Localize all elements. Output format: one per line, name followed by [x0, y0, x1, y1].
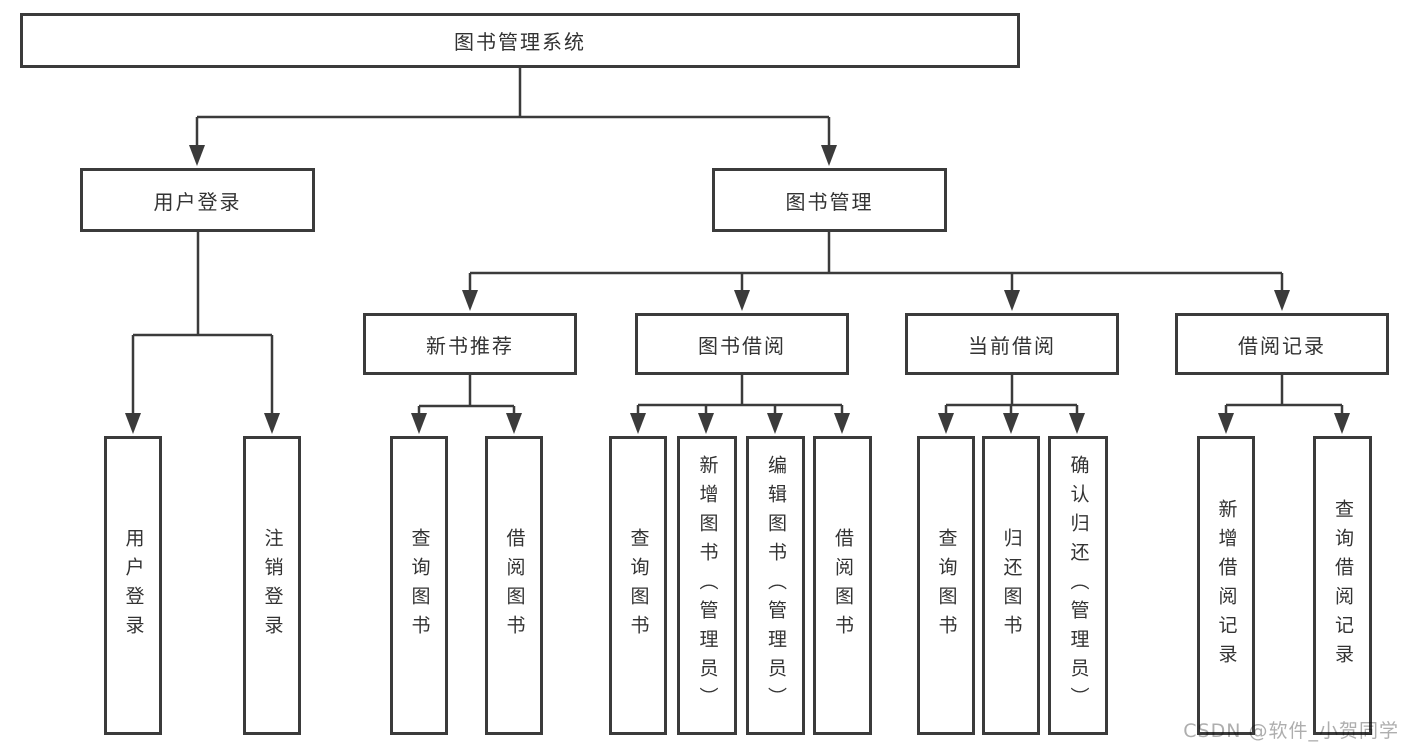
edge-current-borrow-children [944, 375, 1079, 415]
leaf-borrow-books-borrowing: 借阅图书 [813, 436, 872, 735]
leaf-edit-books-admin: 编辑图书（管理员） [746, 436, 805, 735]
arrowhead [834, 413, 850, 434]
arrowhead [734, 290, 750, 311]
edge-new-book-children [417, 375, 516, 415]
leaf-borrow-books-recommend: 借阅图书 [485, 436, 543, 735]
leaf-confirm-return-admin-label: 确认归还（管理员） [1067, 455, 1090, 716]
node-borrowing-records-label: 借阅记录 [1238, 333, 1326, 358]
leaf-user-login: 用户登录 [104, 436, 162, 735]
leaf-query-books-borrowing-label: 查询图书 [627, 527, 650, 644]
leaf-borrow-books-borrowing-label: 借阅图书 [832, 527, 854, 644]
leaf-return-books-label: 归还图书 [1000, 527, 1023, 644]
leaf-add-borrow-record-label: 新增借阅记录 [1215, 498, 1238, 673]
arrowhead [821, 145, 837, 166]
leaf-user-login-label: 用户登录 [122, 527, 145, 644]
leaf-query-books-current-label: 查询图书 [935, 527, 958, 644]
leaf-edit-books-admin-label: 编辑图书（管理员） [765, 455, 787, 716]
arrowhead [1003, 413, 1019, 434]
leaf-query-borrow-record-label: 查询借阅记录 [1332, 498, 1354, 673]
leaf-borrow-books-recommend-label: 借阅图书 [503, 527, 526, 644]
leaf-query-borrow-record: 查询借阅记录 [1313, 436, 1372, 735]
node-user-login-label: 用户登录 [153, 189, 242, 214]
edge-user-login-children [131, 232, 274, 414]
leaf-add-books-admin-label: 新增图书（管理员） [696, 455, 719, 716]
edge-book-borrow-children [636, 375, 844, 415]
arrowhead [125, 413, 141, 434]
leaf-logout: 注销登录 [243, 436, 301, 735]
arrowhead [411, 413, 427, 434]
arrowhead [1334, 413, 1350, 434]
leaf-query-books-borrowing: 查询图书 [609, 436, 667, 735]
arrowheads [125, 145, 1350, 434]
arrowhead [1218, 413, 1234, 434]
arrowhead [698, 413, 714, 434]
leaf-return-books: 归还图书 [982, 436, 1040, 735]
node-library-management-system-label: 图书管理系统 [454, 30, 586, 54]
arrowhead [264, 413, 280, 434]
arrowhead [462, 290, 478, 311]
leaf-confirm-return-admin: 确认归还（管理员） [1048, 436, 1108, 735]
leaf-query-books-recommend-label: 查询图书 [408, 527, 431, 644]
node-current-borrowing: 当前借阅 [905, 313, 1119, 375]
leaf-query-books-recommend: 查询图书 [390, 436, 448, 735]
arrowhead [1004, 290, 1020, 311]
leaf-add-books-admin: 新增图书（管理员） [677, 436, 737, 735]
node-book-borrowing: 图书借阅 [635, 313, 849, 375]
node-new-book-recommend-label: 新书推荐 [426, 333, 514, 358]
arrowhead [630, 413, 646, 434]
arrowhead [1274, 290, 1290, 311]
arrowhead [938, 413, 954, 434]
node-book-borrowing-label: 图书借阅 [698, 333, 786, 358]
arrowhead [1069, 413, 1085, 434]
arrowhead [189, 145, 205, 166]
leaf-add-borrow-record: 新增借阅记录 [1197, 436, 1255, 735]
edge-book-mgmt-children [468, 232, 1284, 292]
node-current-borrowing-label: 当前借阅 [968, 333, 1056, 358]
leaf-query-books-current: 查询图书 [917, 436, 975, 735]
node-book-management-label: 图书管理 [785, 189, 874, 214]
node-library-management-system: 图书管理系统 [20, 13, 1020, 68]
node-book-management: 图书管理 [712, 168, 947, 232]
node-new-book-recommend: 新书推荐 [363, 313, 577, 375]
edge-root-to-level2 [195, 68, 831, 147]
tree-edges [131, 68, 1344, 415]
edge-borrow-records-children [1224, 375, 1344, 415]
node-borrowing-records: 借阅记录 [1175, 313, 1389, 375]
leaf-logout-label: 注销登录 [261, 527, 284, 644]
csdn-watermark: CSDN @软件_小贺同学 [1183, 720, 1399, 742]
arrowhead [506, 413, 522, 434]
node-user-login: 用户登录 [80, 168, 315, 232]
arrowhead [767, 413, 783, 434]
